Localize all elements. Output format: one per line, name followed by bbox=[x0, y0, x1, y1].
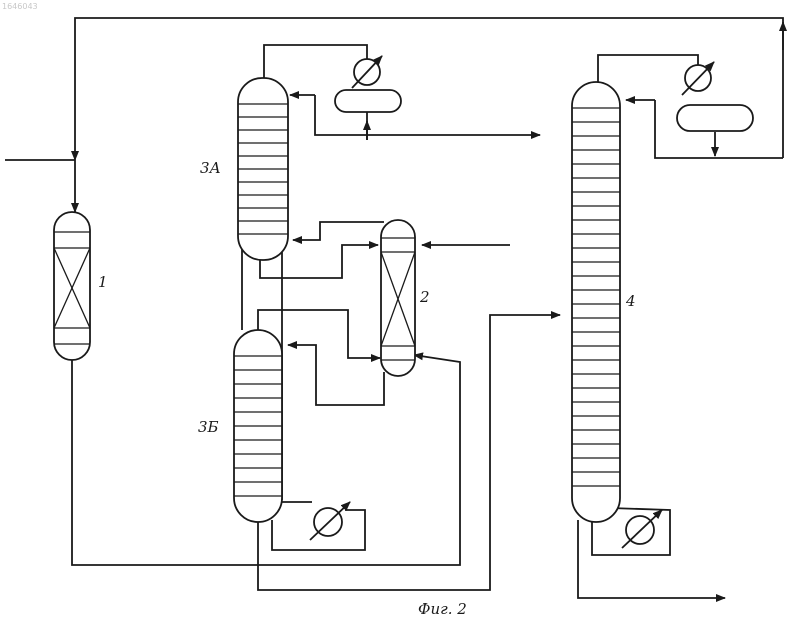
label-reactor-1: 1 bbox=[98, 273, 108, 291]
reactor-1 bbox=[54, 212, 90, 360]
column-3a bbox=[238, 78, 288, 260]
label-column-4: 4 bbox=[625, 292, 636, 310]
column-4 bbox=[572, 82, 620, 522]
label-column-3a: 3А bbox=[200, 159, 221, 177]
label-reactor-2: 2 bbox=[419, 288, 430, 306]
figure-caption: Фиг. 2 bbox=[418, 600, 467, 618]
column-3b bbox=[234, 330, 282, 522]
reflux-drum-4 bbox=[677, 105, 753, 131]
reflux-drum-3a bbox=[335, 90, 401, 112]
label-column-3b: 3Б bbox=[198, 418, 219, 436]
reactor-2 bbox=[381, 220, 415, 376]
document-number: 1646043 bbox=[2, 2, 38, 11]
